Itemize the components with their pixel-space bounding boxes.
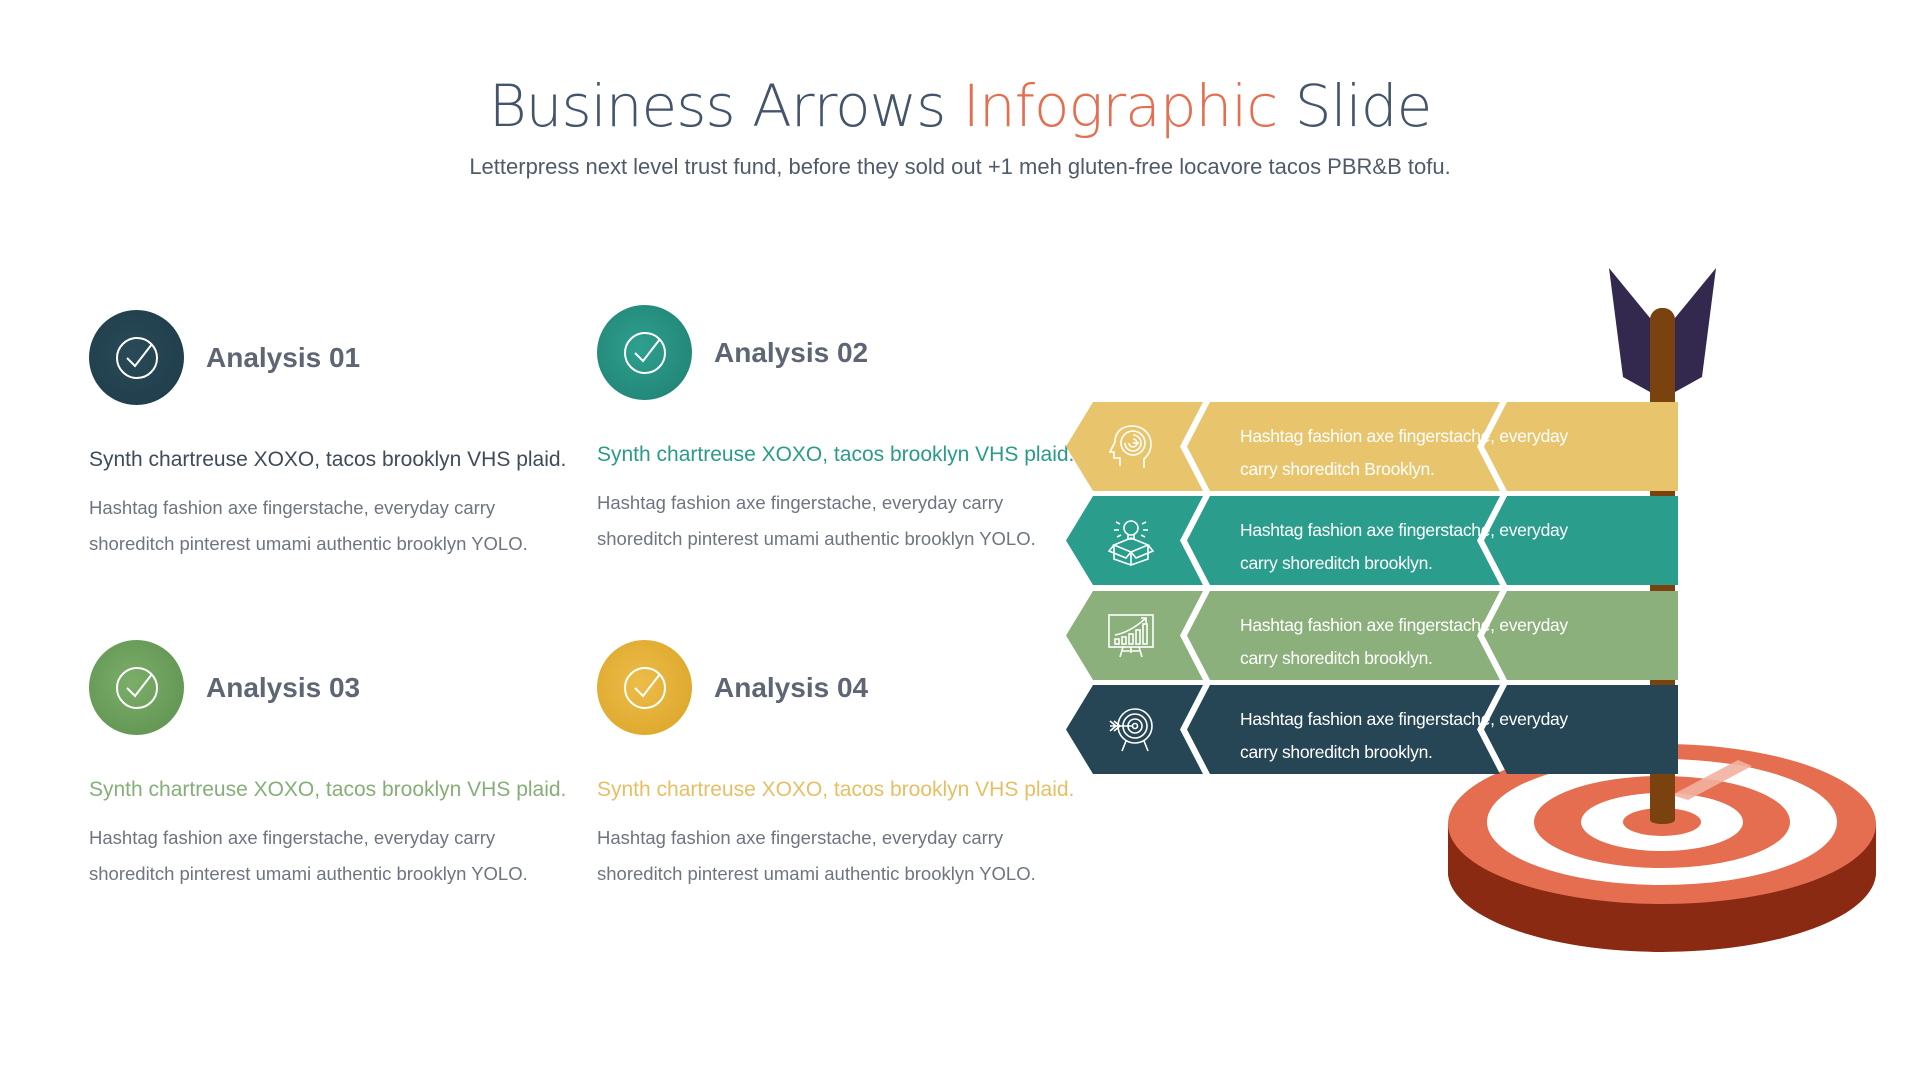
check-circle-icon bbox=[115, 336, 158, 379]
title-accent: Infographic bbox=[962, 72, 1279, 140]
analysis-lead: Synth chartreuse XOXO, tacos brooklyn VH… bbox=[597, 443, 1075, 466]
slide-title: Business Arrows Infographic Slide bbox=[0, 68, 1920, 144]
banner-text: Hashtag fashion axe fingerstache, everyd… bbox=[1240, 426, 1568, 479]
check-circle-icon bbox=[623, 666, 666, 709]
analysis-body: Hashtag fashion axe fingerstache, everyd… bbox=[89, 497, 528, 554]
check-circle-icon bbox=[623, 331, 666, 374]
arrow-banner-2: Hashtag fashion axe fingerstache, everyd… bbox=[1066, 496, 1678, 585]
banner-text: Hashtag fashion axe fingerstache, everyd… bbox=[1240, 520, 1568, 573]
banner-shape bbox=[1066, 496, 1678, 585]
check-circle-icon bbox=[115, 666, 158, 709]
lightbulb-box-icon bbox=[1107, 520, 1155, 566]
arrow-banner-1: Hashtag fashion axe fingerstache, everyd… bbox=[1066, 402, 1678, 491]
analysis-heading: Analysis 02 bbox=[714, 337, 869, 368]
analysis-badge bbox=[89, 640, 184, 735]
analysis-lead: Synth chartreuse XOXO, tacos brooklyn VH… bbox=[89, 778, 567, 801]
analysis-badge bbox=[597, 305, 692, 400]
analysis-body: Hashtag fashion axe fingerstache, everyd… bbox=[89, 827, 528, 884]
analysis-lead: Synth chartreuse XOXO, tacos brooklyn VH… bbox=[89, 448, 567, 471]
analysis-badge bbox=[89, 310, 184, 405]
analysis-heading: Analysis 03 bbox=[206, 672, 361, 703]
analysis-body: Hashtag fashion axe fingerstache, everyd… bbox=[597, 827, 1036, 884]
growth-chart-board-icon bbox=[1108, 614, 1154, 658]
target-bullseye bbox=[1623, 808, 1701, 836]
head-maze-icon bbox=[1108, 425, 1152, 468]
arrow-banner-4: Hashtag fashion axe fingerstache, everyd… bbox=[1066, 685, 1678, 774]
slide-subtitle: Letterpress next level trust fund, befor… bbox=[469, 154, 1451, 179]
analysis-heading: Analysis 04 bbox=[714, 672, 869, 703]
banner-text: Hashtag fashion axe fingerstache, everyd… bbox=[1240, 615, 1568, 668]
target-arrow-icon bbox=[1109, 708, 1153, 752]
analysis-heading: Analysis 01 bbox=[206, 342, 361, 373]
arrow-feather-right bbox=[1675, 268, 1716, 392]
analysis-body: Hashtag fashion axe fingerstache, everyd… bbox=[597, 492, 1036, 549]
arrow-banner-3: Hashtag fashion axe fingerstache, everyd… bbox=[1066, 591, 1678, 680]
target-board-side bbox=[1448, 824, 1876, 952]
banner-text: Hashtag fashion axe fingerstache, everyd… bbox=[1240, 709, 1568, 762]
banner-shape bbox=[1066, 685, 1678, 774]
target-ring-coral-2 bbox=[1534, 776, 1790, 868]
arrow-feather-left bbox=[1609, 268, 1650, 392]
banner-shape bbox=[1066, 591, 1678, 680]
target-ring-white-1 bbox=[1487, 759, 1837, 885]
analysis-lead: Synth chartreuse XOXO, tacos brooklyn VH… bbox=[597, 778, 1075, 801]
analysis-badge bbox=[597, 640, 692, 735]
title-part-1: Business Arrows bbox=[488, 72, 963, 140]
title-part-2: Slide bbox=[1277, 72, 1433, 140]
target-ring-white-2 bbox=[1581, 793, 1743, 851]
